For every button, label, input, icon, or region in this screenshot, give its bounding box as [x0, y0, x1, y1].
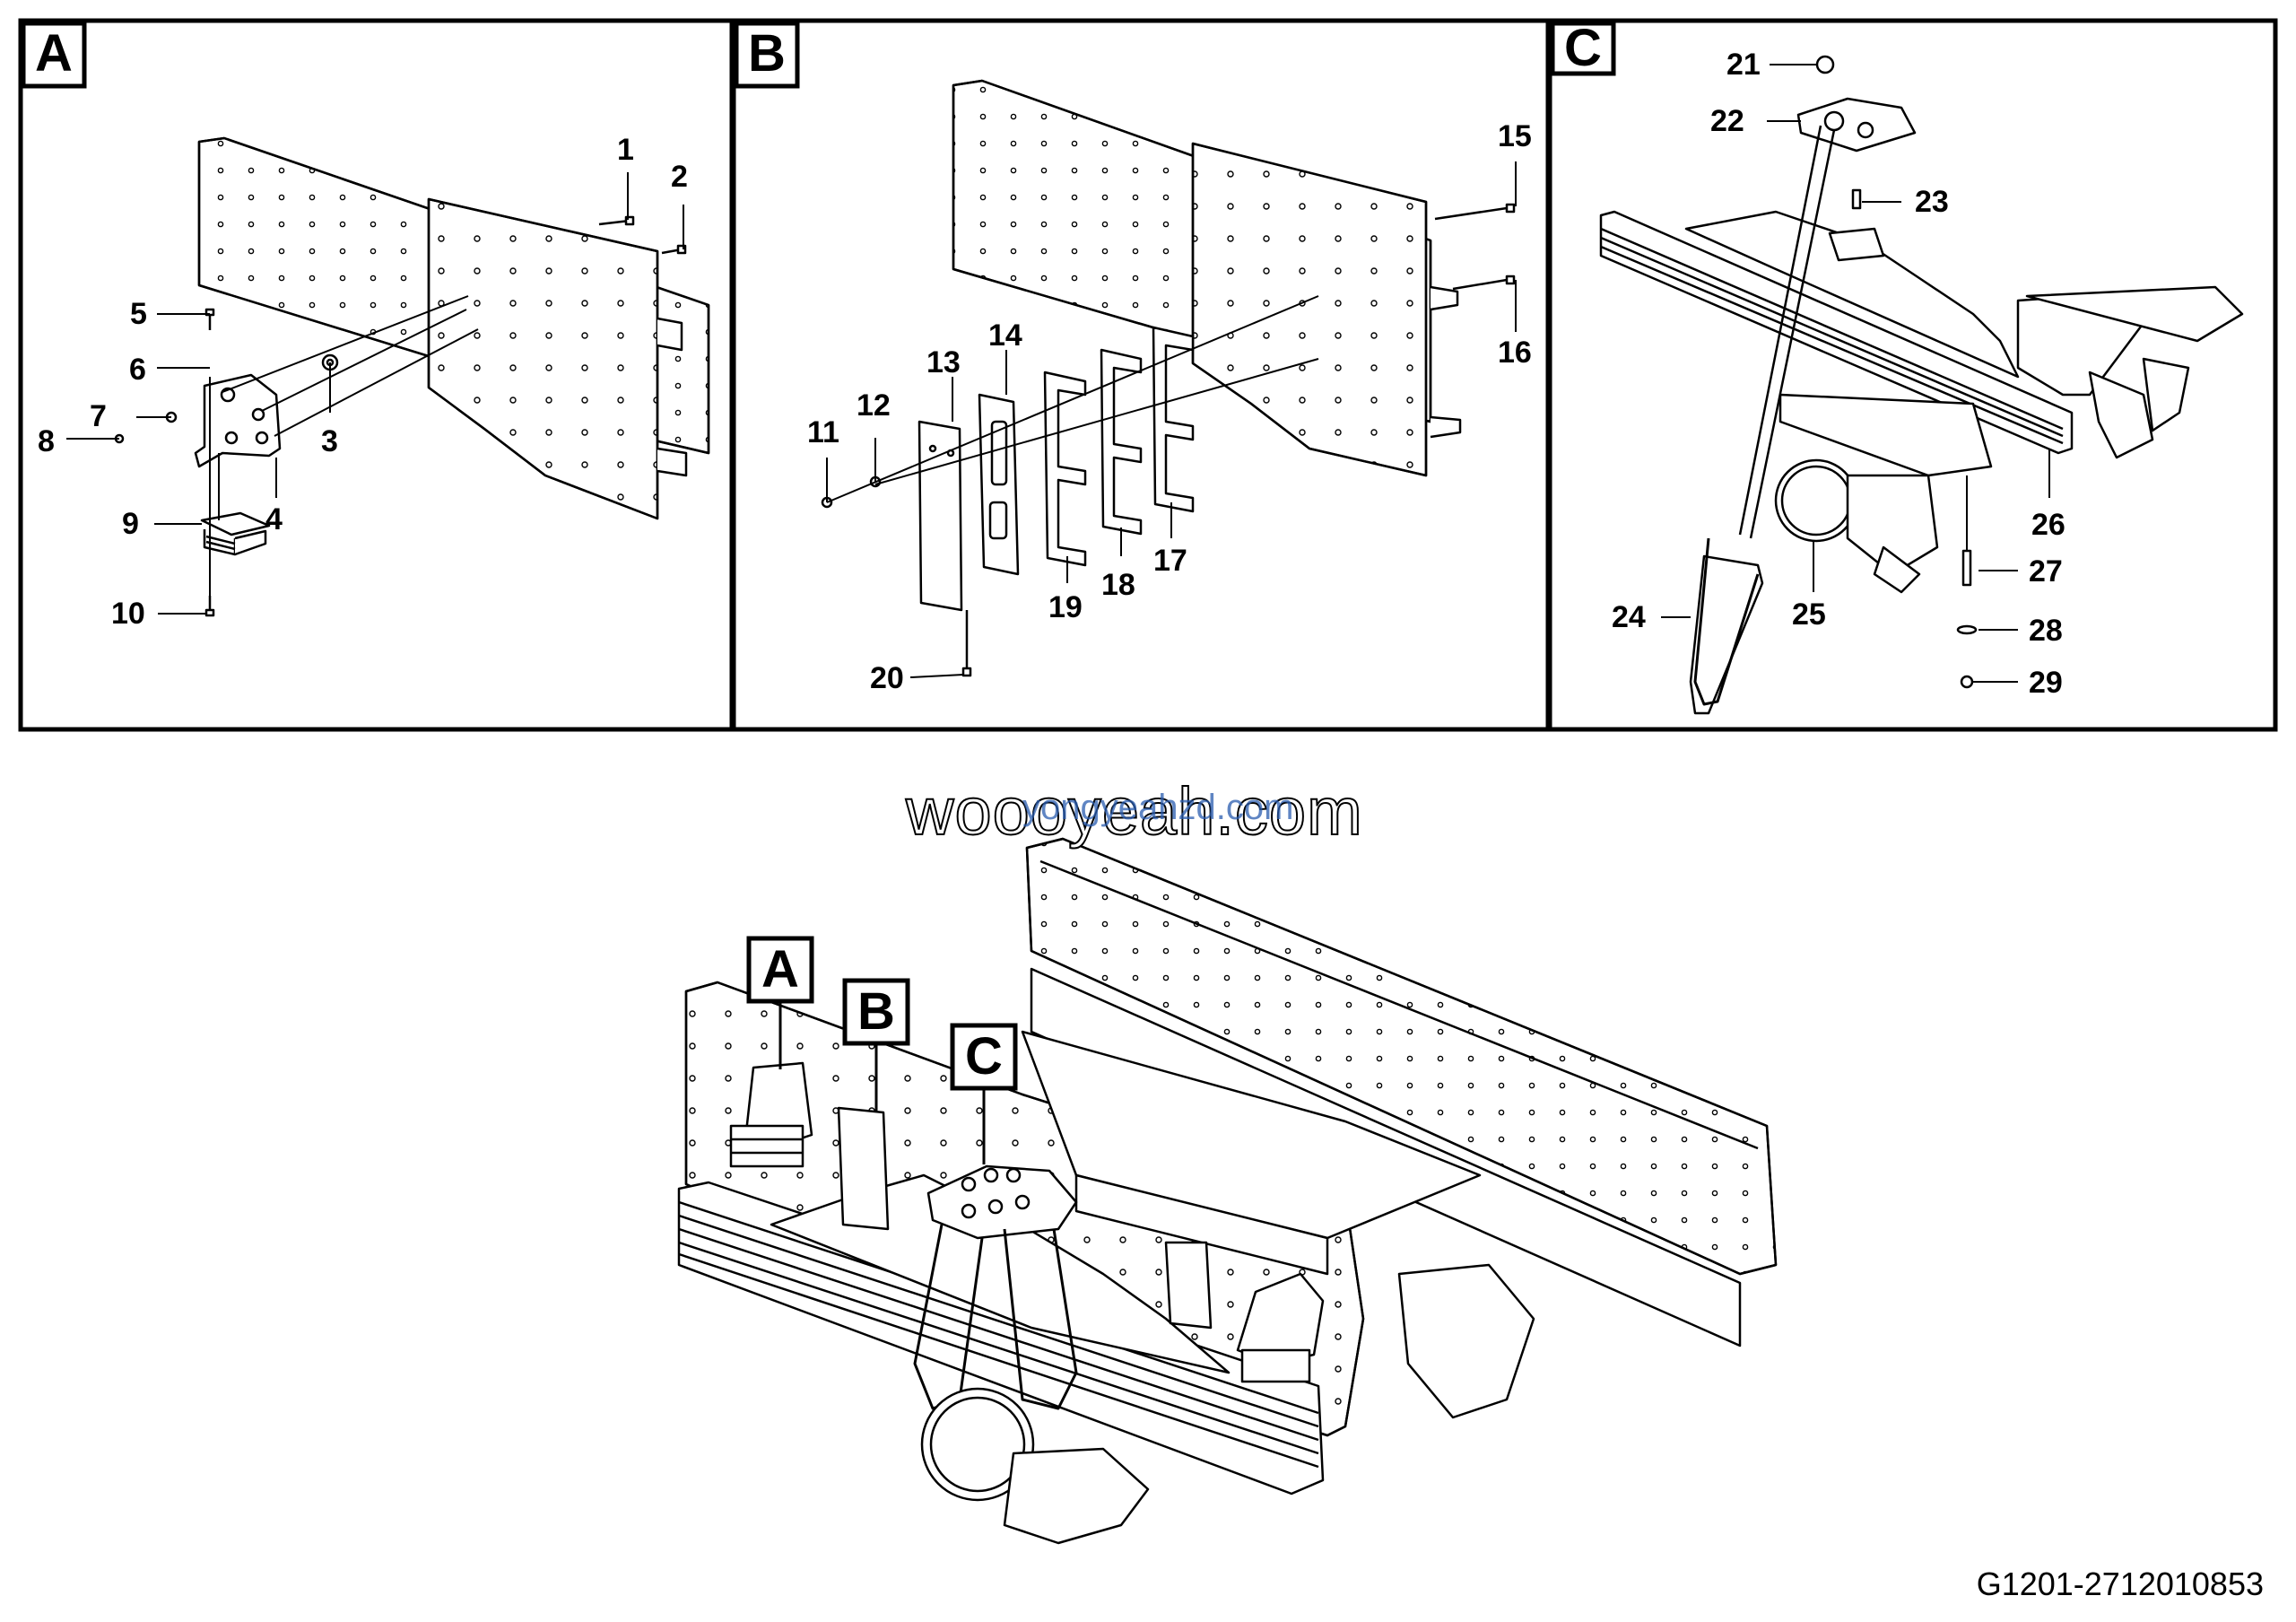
callout-17: 17 — [1153, 544, 1187, 578]
overview-label-b: B — [857, 982, 895, 1041]
figure-code: G1201-2712010853 — [1976, 1565, 2264, 1602]
panel-c-drawing — [1599, 55, 2244, 715]
watermark: woooyeah.com — [905, 773, 1363, 850]
panel-a-drawing — [114, 136, 710, 617]
callout-1: 1 — [617, 133, 634, 167]
callout-18: 18 — [1101, 568, 1135, 602]
callout-9: 9 — [122, 507, 139, 541]
callout-15: 15 — [1498, 119, 1532, 153]
callout-28: 28 — [2029, 614, 2063, 648]
callout-12: 12 — [857, 388, 891, 423]
callout-3: 3 — [321, 424, 338, 458]
callout-16: 16 — [1498, 336, 1532, 370]
callout-20: 20 — [870, 661, 904, 695]
panel-a-leaders — [66, 172, 684, 615]
panel-b-drawing — [821, 79, 1516, 677]
callout-14: 14 — [988, 318, 1022, 353]
callout-8: 8 — [38, 424, 55, 458]
callout-2: 2 — [671, 160, 688, 194]
overview-leaders — [778, 1001, 986, 1164]
panel-b-leaders — [826, 161, 1517, 678]
panel-b-letter: B — [748, 24, 786, 83]
overview-label-a: A — [761, 940, 799, 998]
overview-label-c: C — [965, 1027, 1003, 1086]
callout-25: 25 — [1792, 597, 1826, 632]
panel-letter-boxes — [21, 21, 1616, 89]
watermark-secondary: yongyeahzd.com — [1022, 788, 1294, 827]
callout-11: 11 — [807, 415, 839, 449]
callout-26: 26 — [2031, 508, 2066, 542]
callout-24: 24 — [1612, 600, 1646, 634]
callout-19: 19 — [1048, 590, 1083, 624]
callout-6: 6 — [129, 353, 146, 387]
callout-22: 22 — [1710, 104, 1744, 138]
callout-4: 4 — [265, 502, 283, 536]
panel-frames — [18, 18, 2278, 732]
callout-21: 21 — [1726, 48, 1761, 82]
callout-13: 13 — [926, 345, 961, 379]
callout-29: 29 — [2029, 666, 2063, 700]
callout-23: 23 — [1915, 185, 1949, 219]
callout-7: 7 — [90, 399, 107, 433]
callout-27: 27 — [2029, 554, 2063, 589]
panel-c-leaders — [1661, 64, 2050, 683]
panel-a-letter: A — [35, 24, 73, 83]
panel-c-letter: C — [1564, 19, 1602, 77]
callout-10: 10 — [111, 597, 145, 631]
callout-5: 5 — [130, 297, 147, 331]
overview-drawing — [677, 837, 1778, 1545]
overview-label-boxes — [746, 936, 1018, 1091]
